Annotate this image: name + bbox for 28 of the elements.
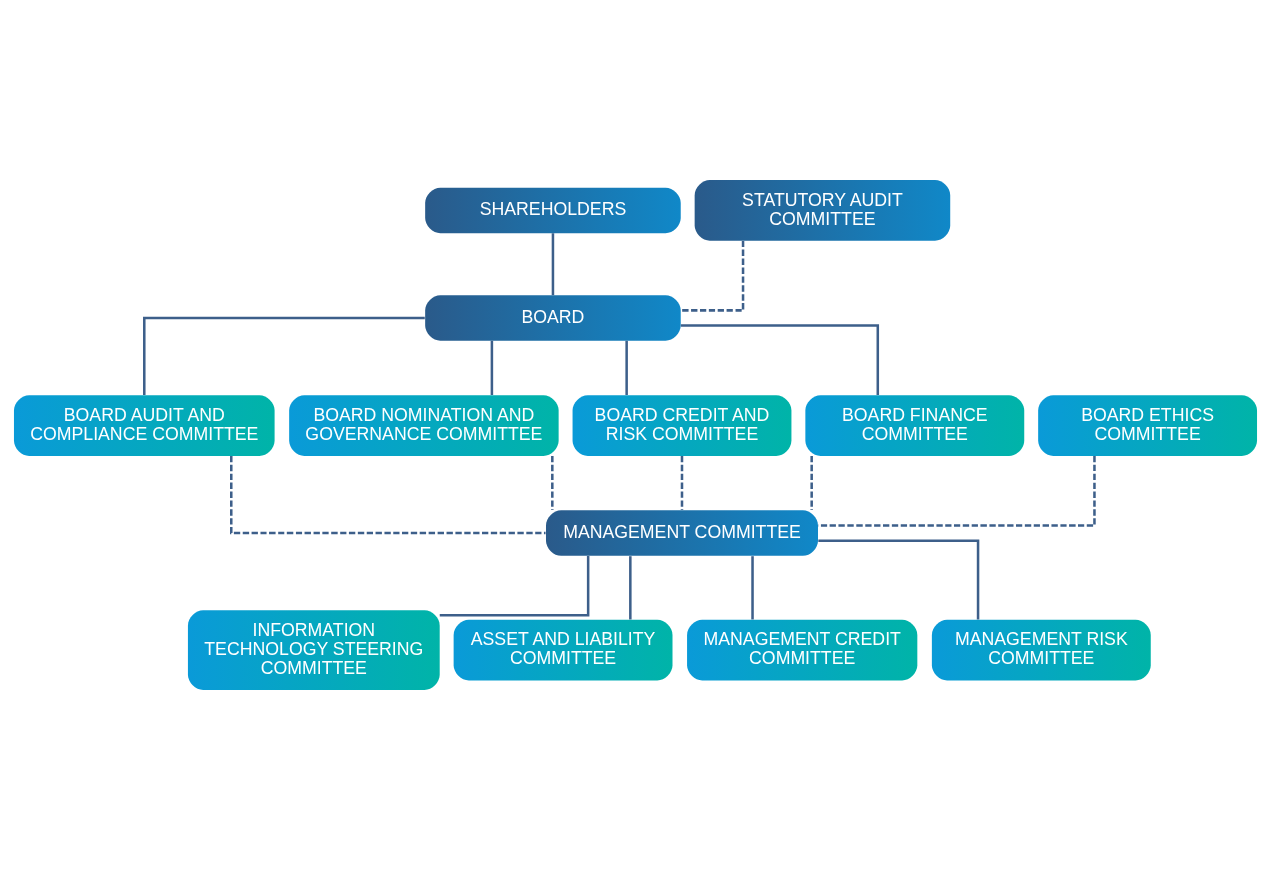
- node-box: SHAREHOLDERS: [425, 187, 681, 233]
- connector: [818, 538, 980, 620]
- connector: [818, 455, 1096, 527]
- connector: [810, 455, 813, 510]
- node-box: STATUTORY AUDIT COMMITTEE: [694, 179, 951, 241]
- connector: [439, 555, 590, 617]
- connector: [629, 555, 632, 619]
- connector: [551, 232, 555, 295]
- connector: [751, 555, 754, 619]
- node-box: ASSET AND LIABILITY COMMITTEE: [453, 619, 673, 680]
- node-box: BOARD AUDIT AND COMPLIANCE COMMITTEE: [13, 394, 275, 456]
- node-box: BOARD ETHICS COMMITTEE: [1038, 394, 1258, 456]
- connector: [625, 340, 628, 395]
- node-box: INFORMATION TECHNOLOGY STEERING COMMITTEE: [187, 609, 440, 690]
- connector: [680, 323, 880, 395]
- connector: [490, 340, 494, 395]
- node-box: BOARD: [425, 294, 681, 341]
- node-box: MANAGEMENT CREDIT COMMITTEE: [687, 619, 918, 680]
- node-box: MANAGEMENT RISK COMMITTEE: [931, 619, 1151, 680]
- connector: [230, 455, 546, 534]
- node-box: BOARD FINANCE COMMITTEE: [805, 394, 1025, 456]
- node-box: BOARD CREDIT AND RISK COMMITTEE: [572, 394, 792, 456]
- connector: [680, 240, 745, 312]
- connector: [551, 455, 554, 510]
- connector: [143, 316, 425, 395]
- connector: [680, 455, 684, 510]
- node-box: BOARD NOMINATION AND GOVERNANCE COMMITTEE: [289, 394, 559, 456]
- node-box: MANAGEMENT COMMITTEE: [546, 509, 818, 556]
